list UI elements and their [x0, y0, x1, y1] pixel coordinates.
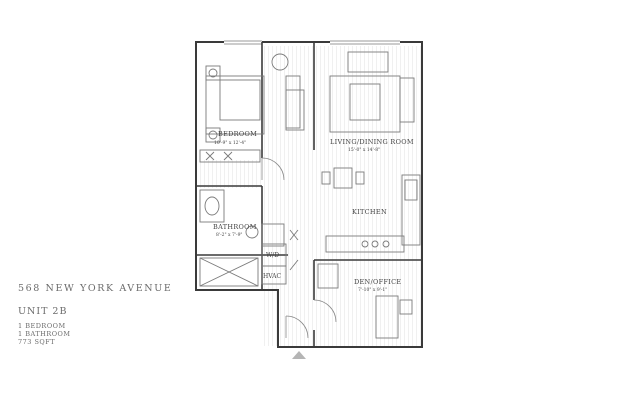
bedroom-label: BEDROOM [218, 130, 257, 138]
living-dims: 15'-0" x 14'-8" [348, 147, 380, 153]
living-furniture [285, 51, 415, 189]
bathroom-dims: 8'-2" x 7'-9" [216, 232, 243, 238]
bedroom-dims: 10'-9" x 12'-4" [214, 140, 246, 146]
den-furniture [317, 263, 413, 339]
unit-bedrooms: 1 BEDROOM [18, 322, 66, 330]
room-labels: BEDROOM 10'-9" x 12'-4" LIVING/DINING RO… [213, 130, 414, 293]
utility-closets [261, 229, 299, 285]
den-dims: 7'-10" x 9'-1" [358, 287, 387, 293]
unit-sqft: 773 SQFT [18, 338, 56, 346]
kitchen-fixtures [325, 174, 421, 253]
exterior-walls [195, 41, 423, 348]
floor-hatch [196, 46, 422, 346]
unit-name: UNIT 2B [18, 306, 68, 317]
den-label: DEN/OFFICE [354, 278, 401, 286]
kitchen-label: KITCHEN [352, 208, 387, 216]
doors [261, 157, 337, 339]
unit-bathrooms: 1 BATHROOM [18, 330, 71, 338]
bathroom-label: BATHROOM [213, 223, 257, 231]
living-label: LIVING/DINING ROOM [330, 138, 414, 146]
north-arrow-triangle-icon [292, 351, 306, 359]
building-address: 568 NEW YORK AVENUE [18, 283, 173, 294]
wd-label: W/D [266, 252, 279, 259]
bathroom-fixtures [199, 189, 285, 287]
windows [224, 40, 400, 45]
bedroom-furniture [199, 53, 301, 163]
hvac-label: HVAC [263, 273, 281, 280]
